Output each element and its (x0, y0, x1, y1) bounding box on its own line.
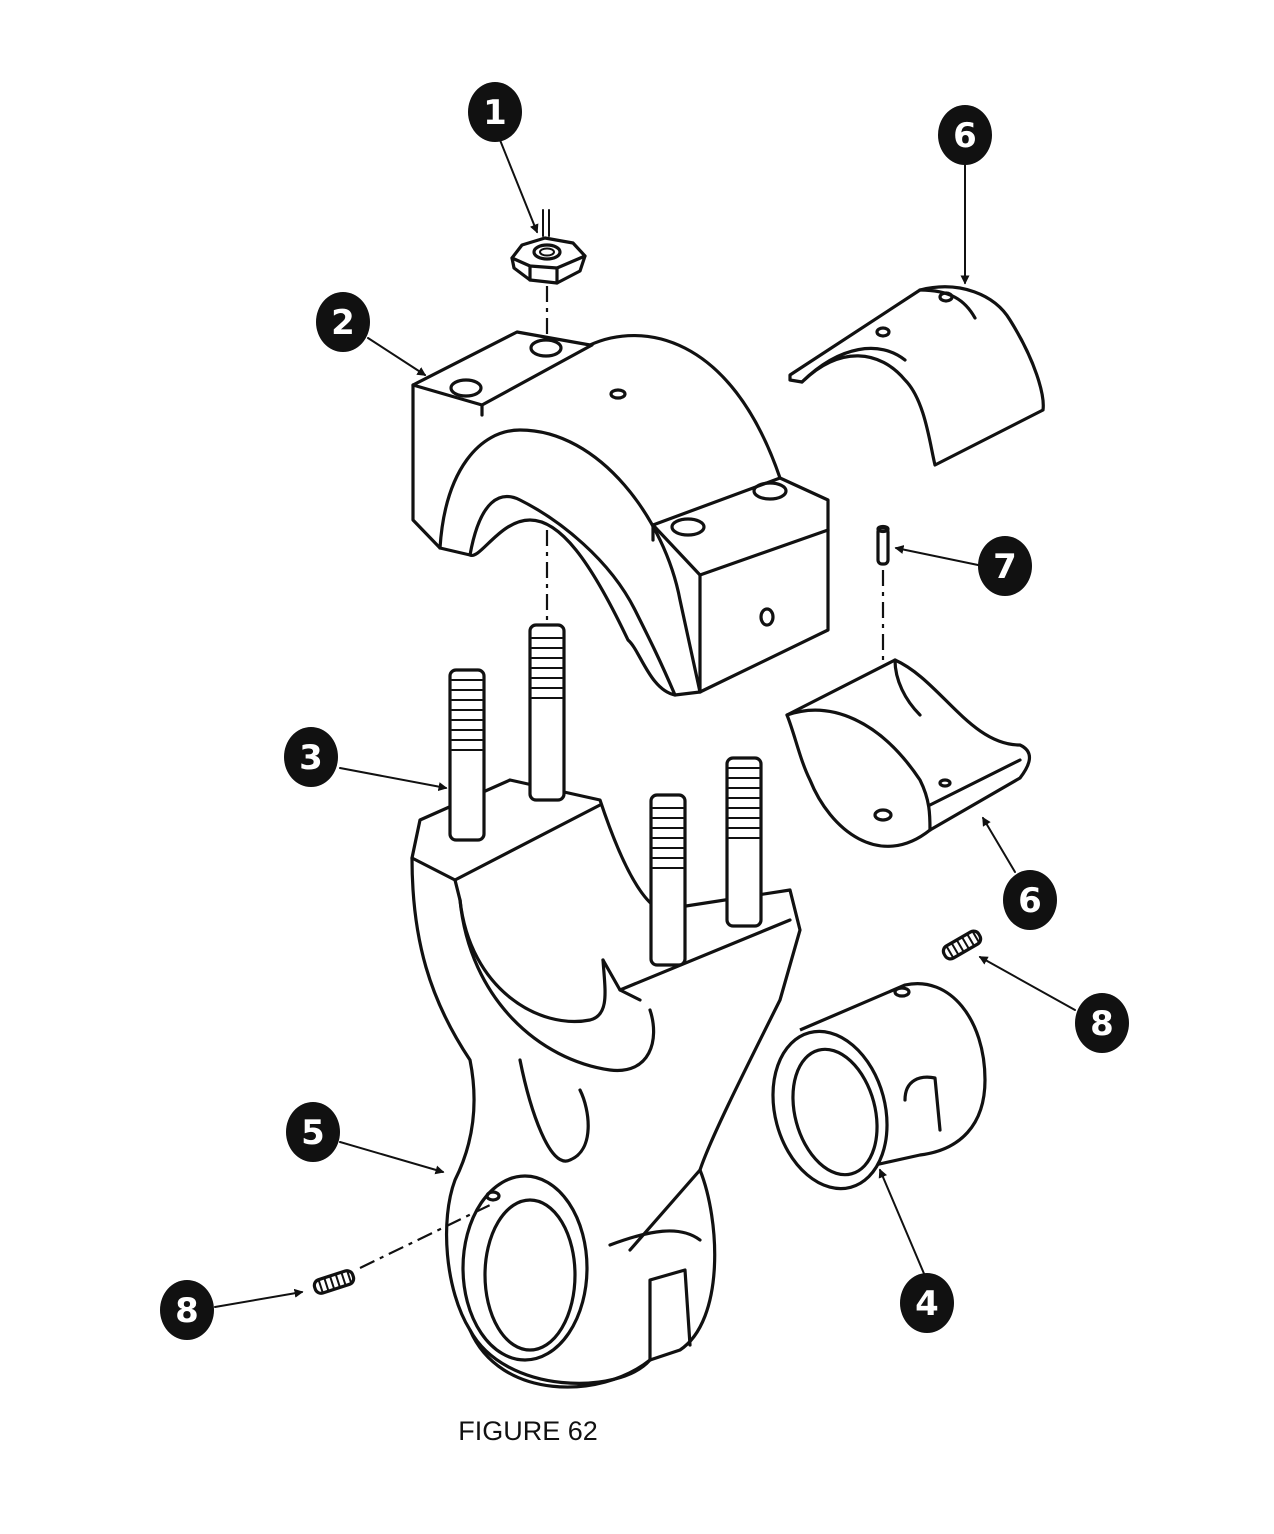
figure-caption: FIGURE 62 (458, 1416, 598, 1446)
callout-6-top: 6 (938, 105, 992, 165)
upper-bearing-shell (788, 285, 1045, 467)
leader-4 (878, 1168, 926, 1277)
callout-4: 4 (900, 1273, 954, 1333)
leader-8-right (978, 956, 1076, 1011)
callout-6-bottom: 6 (1003, 870, 1057, 930)
callout-2: 2 (316, 292, 370, 352)
svg-text:8: 8 (1090, 1004, 1114, 1044)
leader-3 (339, 767, 448, 792)
lower-bearing-shell (785, 658, 1031, 848)
svg-text:7: 7 (993, 547, 1017, 587)
svg-text:4: 4 (915, 1284, 939, 1324)
svg-text:8: 8 (175, 1291, 199, 1331)
studs (448, 623, 763, 967)
svg-text:6: 6 (953, 116, 977, 156)
svg-text:5: 5 (301, 1113, 325, 1153)
callout-7: 7 (978, 536, 1032, 596)
set-screw-upper (941, 929, 983, 961)
bushing (771, 982, 987, 1191)
svg-text:2: 2 (331, 303, 355, 343)
stud-3 (649, 793, 687, 967)
callout-3: 3 (284, 727, 338, 787)
hex-nut (510, 209, 587, 340)
set-screw-lower (312, 1204, 491, 1295)
svg-text:1: 1 (483, 93, 507, 133)
stud-2 (528, 623, 566, 802)
callout-8-right: 8 (1075, 993, 1129, 1053)
leader-2 (367, 337, 427, 376)
leader-7 (894, 545, 979, 566)
callouts: 1 2 6 7 3 6 8 5 (160, 82, 1129, 1340)
callout-1: 1 (468, 82, 522, 142)
leader-arrows (214, 139, 1076, 1308)
dowel-pin (876, 524, 890, 800)
stud-1 (448, 668, 486, 842)
bearing-cap (411, 330, 830, 697)
callout-8-left: 8 (160, 1280, 214, 1340)
stud-4 (725, 756, 763, 928)
leader-1 (499, 139, 539, 234)
connecting-rod (410, 778, 802, 1389)
leader-8-left (214, 1288, 304, 1308)
callout-5: 5 (286, 1102, 340, 1162)
svg-text:3: 3 (299, 738, 323, 778)
leader-6-bottom (982, 816, 1016, 873)
svg-text:6: 6 (1018, 881, 1042, 921)
leader-5 (339, 1141, 445, 1175)
